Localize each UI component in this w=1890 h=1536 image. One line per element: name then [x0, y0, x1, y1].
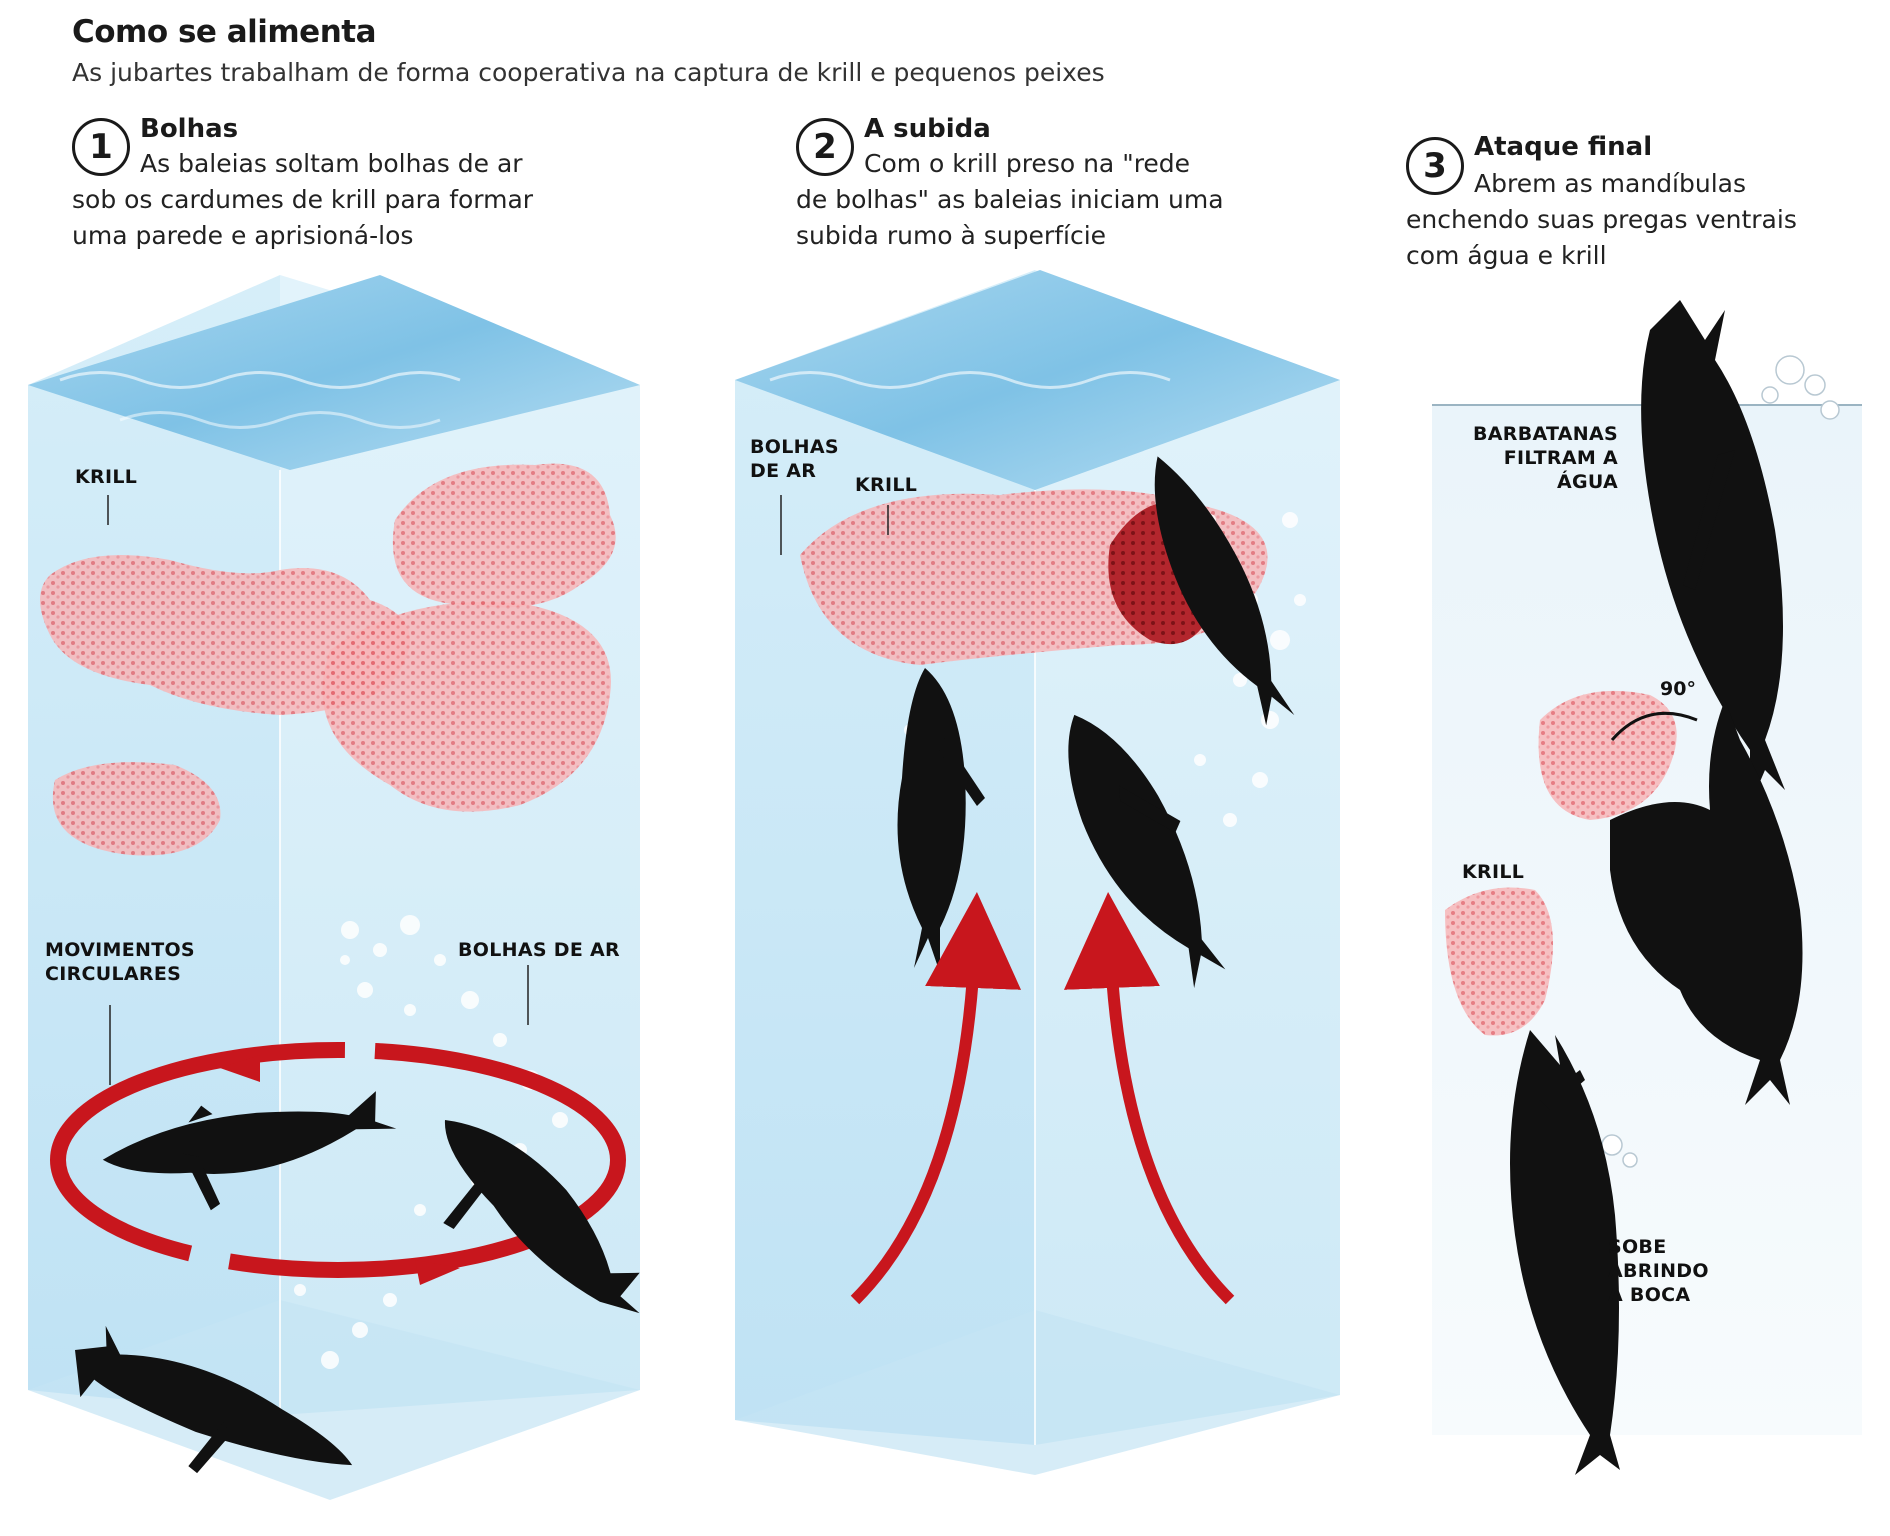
step-3-badge: 3 [1406, 137, 1464, 195]
angle-label: 90° [1660, 678, 1696, 700]
step-3-title: Ataque final [1474, 132, 1653, 162]
step-1-desc-rest: sob os cardumes de krill para formar uma… [72, 185, 534, 250]
panel-1-floor [28, 1300, 640, 1500]
step-3-desc-rest: enchendo suas pregas ventrais com água e… [1406, 205, 1797, 270]
whale-1-icon [102, 1091, 397, 1211]
panel-1-surface [28, 275, 640, 470]
label-movimentos-circulares: MOVIMENTOS CIRCULARES [45, 939, 195, 985]
panel-1-krill-swarm [40, 463, 616, 856]
rising-arrow-left [850, 892, 1022, 1305]
label-krill-2: KRILL [855, 474, 918, 496]
whale-6-icon [1154, 456, 1295, 726]
step-3-desc-line1: Abrem as mandíbulas [1474, 169, 1747, 198]
panel-2-surface [735, 270, 1340, 490]
krill-cluster-90 [1538, 690, 1677, 820]
page-title: Como se alimenta [72, 14, 377, 50]
krill-cluster-left [40, 555, 410, 715]
krill-cluster-bottom-left [52, 762, 221, 856]
whale-8-icon [1610, 700, 1803, 1105]
whale-5-icon [1068, 714, 1226, 989]
label-barbatanas-filtram: BARBATANAS FILTRAM A ÁGUA [1472, 423, 1618, 493]
rising-arrows [850, 892, 1235, 1305]
step-1-title: Bolhas [140, 114, 239, 144]
rising-arrow-right [1063, 892, 1235, 1305]
whale-3-icon [75, 1325, 353, 1474]
step-3-description: Abrem as mandíbulas enchendo suas pregas… [1406, 166, 1826, 274]
whale-9-icon [1510, 1030, 1620, 1475]
step-2-desc-line1: Com o krill preso na "rede [864, 149, 1191, 178]
step-2-title: A subida [864, 114, 991, 144]
step-1-description: As baleias soltam bolhas de ar sob os ca… [72, 146, 592, 254]
krill-cluster-middle [322, 602, 611, 812]
step-2-desc-rest: de bolhas" as baleias iniciam uma subida… [796, 185, 1224, 250]
label-sobe-abrindo: SOBE ABRINDO A BOCA [1608, 1236, 1709, 1306]
label-bolhas-de-ar-2: BOLHAS DE AR [750, 436, 839, 482]
step-1-desc-line1: As baleias soltam bolhas de ar [140, 149, 523, 178]
step-1-badge: 1 [72, 118, 130, 176]
angle-arc [1610, 711, 1698, 741]
krill-cluster-top-right [392, 463, 616, 608]
step-2-badge: 2 [796, 118, 854, 176]
circular-motion-arrow [50, 1042, 626, 1285]
label-krill-1: KRILL [75, 466, 138, 488]
whale-2-icon [443, 1120, 640, 1314]
whale-7-icon [1641, 300, 1785, 805]
panel-2-krill-swarm [800, 489, 1268, 665]
krill-cluster-3 [1445, 887, 1553, 1036]
step-2-description: Com o krill preso na "rede de bolhas" as… [796, 146, 1236, 254]
panel-1-water-column [28, 275, 640, 1500]
panel-2-floor [735, 1310, 1340, 1475]
label-bolhas-de-ar-1: BOLHAS DE AR [458, 939, 620, 961]
page-subtitle: As jubartes trabalham de forma cooperati… [72, 58, 1105, 87]
label-krill-3: KRILL [1462, 861, 1525, 883]
